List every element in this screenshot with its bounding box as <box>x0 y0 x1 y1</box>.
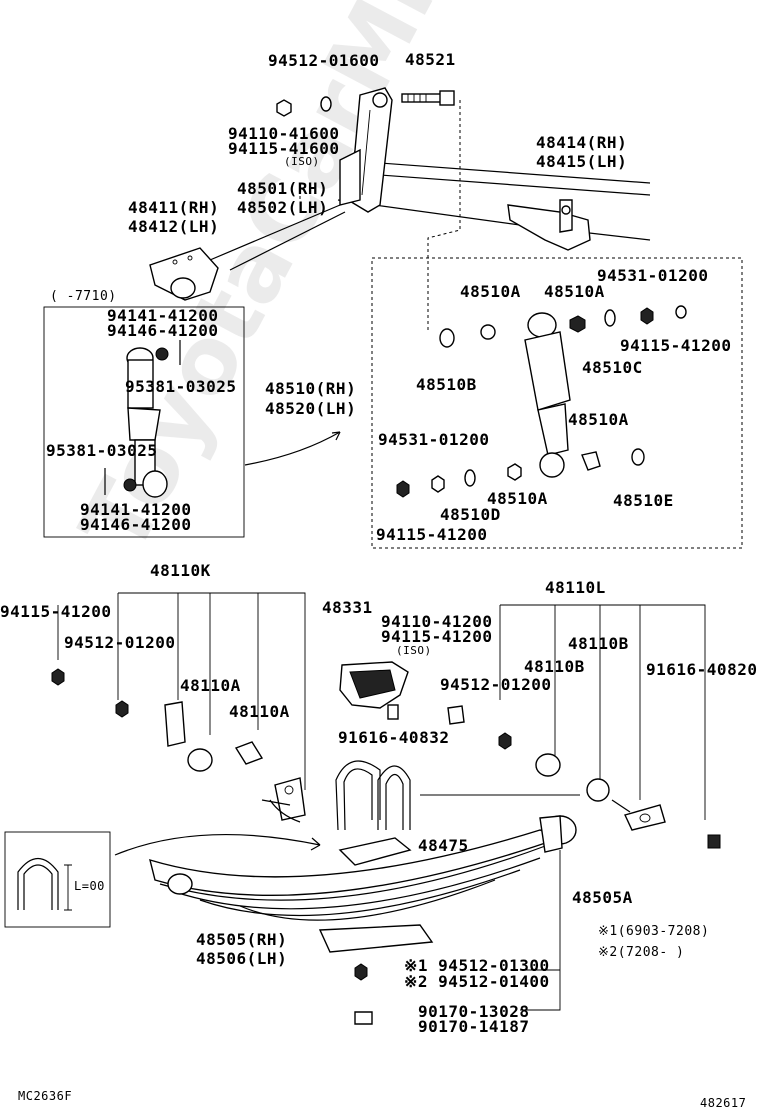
part-48475[interactable]: 48475 <box>418 836 469 855</box>
stud-48521 <box>401 90 455 106</box>
part-48510[interactable]: 48510(RH) <box>265 379 357 398</box>
range-note-7710: ( -7710) <box>50 289 117 304</box>
note-1: ※1(6903-7208) <box>598 924 710 939</box>
part-48501[interactable]: 48501(RH) <box>237 179 329 198</box>
part-94141-41200-top[interactable]: 94141-41200 <box>107 306 219 325</box>
part-94110-41600[interactable]: 94110-41600 <box>228 124 340 143</box>
part-48110B-1[interactable]: 48110B <box>568 634 629 653</box>
diagram-id: 482617 <box>700 1096 747 1110</box>
part-94115-41200-box[interactable]: 94115-41200 <box>376 525 488 544</box>
shock-box-left <box>43 306 245 538</box>
nut-top <box>276 96 332 117</box>
part-94115-41600[interactable]: 94115-41600 <box>228 139 340 158</box>
diagram-code: MC2636F <box>18 1089 73 1103</box>
part-48520[interactable]: 48520(LH) <box>265 399 357 418</box>
leaf-spring <box>149 815 577 921</box>
bumper-pad-48331 <box>339 661 409 720</box>
part-48510C[interactable]: 48510C <box>582 358 643 377</box>
part-94512-01200-center[interactable]: 94512-01200 <box>440 675 552 694</box>
part-94531-01200-top[interactable]: 94531-01200 <box>597 266 709 285</box>
iso-note-top: (ISO) <box>284 155 320 168</box>
part-94110-41200[interactable]: 94110-41200 <box>381 612 493 631</box>
part-48510A-4[interactable]: 48510A <box>487 489 548 508</box>
part-48414[interactable]: 48414(RH) <box>536 133 628 152</box>
part-94115-41200-right[interactable]: 94115-41200 <box>620 336 732 355</box>
bracket-48414 <box>507 199 591 251</box>
part-90170-14187[interactable]: 90170-14187 <box>418 1017 530 1036</box>
iso-note-mid: (ISO) <box>396 644 432 657</box>
part-48110K[interactable]: 48110K <box>150 561 211 580</box>
part-48502[interactable]: 48502(LH) <box>237 198 329 217</box>
part-48110B-2[interactable]: 48110B <box>524 657 585 676</box>
leaders-bottom <box>57 592 706 1011</box>
part-48510A-2[interactable]: 48510A <box>544 282 605 301</box>
part-94141-41200-bottom[interactable]: 94141-41200 <box>80 500 192 519</box>
u-bolt-inset <box>4 831 111 928</box>
note-2: ※2(7208- ) <box>598 945 685 960</box>
part-48506[interactable]: 48506(LH) <box>196 949 288 968</box>
part-94512-01400[interactable]: ※2 94512-01400 <box>404 972 550 991</box>
hanger-48411 <box>149 247 219 301</box>
part-95381-03025-a[interactable]: 95381-03025 <box>125 377 237 396</box>
part-48415[interactable]: 48415(LH) <box>536 152 628 171</box>
u-bolts <box>335 760 411 831</box>
part-94115-41200-left[interactable]: 94115-41200 <box>0 602 112 621</box>
shackle-parts <box>51 668 721 1025</box>
part-48505[interactable]: 48505(RH) <box>196 930 288 949</box>
part-48412[interactable]: 48412(LH) <box>128 217 220 236</box>
part-91616-40820[interactable]: 91616-40820 <box>646 660 758 679</box>
part-48521[interactable]: 48521 <box>405 50 456 69</box>
shackle-bracket <box>339 87 393 213</box>
part-95381-03025-b[interactable]: 95381-03025 <box>46 441 158 460</box>
part-48510D[interactable]: 48510D <box>440 505 501 524</box>
part-48510E[interactable]: 48510E <box>613 491 674 510</box>
shock-absorber-old <box>104 340 181 498</box>
part-94146-41200-bottom[interactable]: 94146-41200 <box>80 515 192 534</box>
part-48510A-3[interactable]: 48510A <box>568 410 629 429</box>
u-bolt-plate <box>338 837 412 866</box>
part-94115-41200-center[interactable]: 94115-41200 <box>381 627 493 646</box>
part-48505A[interactable]: 48505A <box>572 888 633 907</box>
part-48411[interactable]: 48411(RH) <box>128 198 220 217</box>
part-94512-01200-left[interactable]: 94512-01200 <box>64 633 176 652</box>
part-91616-40832[interactable]: 91616-40832 <box>338 728 450 747</box>
part-48110A-2[interactable]: 48110A <box>229 702 290 721</box>
part-94531-01200-mid[interactable]: 94531-01200 <box>378 430 490 449</box>
spring-seat <box>318 924 434 953</box>
part-48110A-1[interactable]: 48110A <box>180 676 241 695</box>
part-94512-01600[interactable]: 94512-01600 <box>268 51 380 70</box>
part-94146-41200-top[interactable]: 94146-41200 <box>107 321 219 340</box>
part-48331[interactable]: 48331 <box>322 598 373 617</box>
part-48510B[interactable]: 48510B <box>416 375 477 394</box>
part-48510A-1[interactable]: 48510A <box>460 282 521 301</box>
shock-absorber-new <box>396 305 687 498</box>
part-94512-01300[interactable]: ※1 94512-01300 <box>404 956 550 975</box>
part-48110L[interactable]: 48110L <box>545 578 606 597</box>
u-bolt-length: L=00 <box>74 879 105 893</box>
part-90170-13028[interactable]: 90170-13028 <box>418 1002 530 1021</box>
